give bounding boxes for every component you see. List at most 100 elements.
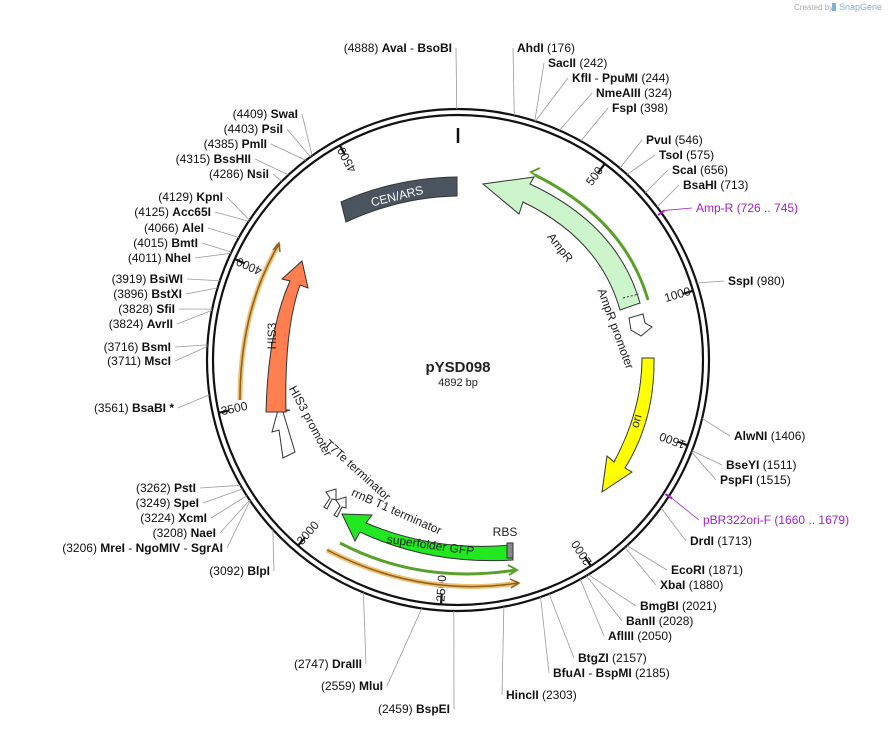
- feature-ampr-promoter[interactable]: [628, 313, 653, 337]
- site-label[interactable]: (3092) BlpI: [209, 564, 270, 578]
- tick-mark: [218, 409, 230, 414]
- site-label[interactable]: (4286) NsiI: [209, 167, 269, 181]
- site-label[interactable]: (2459) BspEI: [378, 702, 450, 716]
- site-label[interactable]: (3828) SfiI: [118, 302, 175, 316]
- feature-t7te-terminator[interactable]: [323, 488, 337, 510]
- feature-cen-ars[interactable]: [340, 176, 458, 223]
- site-label[interactable]: AflIII (2050): [608, 629, 672, 643]
- site-label[interactable]: (3716) BsmI: [104, 340, 171, 354]
- site-position: (4286): [209, 167, 244, 181]
- site-label[interactable]: ScaI (656): [672, 163, 728, 177]
- site-position: (3716): [104, 340, 139, 354]
- feature-rrnb-t1-terminator[interactable]: [333, 496, 347, 518]
- brand-text: SnapGene: [839, 2, 882, 12]
- feature-ori[interactable]: [601, 357, 655, 494]
- site-enzyme: MscI: [144, 354, 171, 368]
- site-label[interactable]: KflI - PpuMI (244): [572, 71, 669, 85]
- site-label[interactable]: NmeAIII (324): [596, 86, 672, 100]
- site-label[interactable]: TsoI (575): [659, 148, 714, 162]
- feature-his3[interactable]: [265, 260, 309, 413]
- site-label[interactable]: (4011) NheI: [128, 251, 191, 265]
- site-position: (2459): [378, 702, 413, 716]
- separator: -: [585, 666, 596, 680]
- site-labels: (4888) AvaI - BsoBI AhdI (176)SacII (242)…: [62, 41, 849, 716]
- tick-mark: [338, 144, 347, 156]
- site-label[interactable]: AhdI (176): [517, 41, 575, 55]
- site-label[interactable]: (3249) SpeI: [136, 496, 199, 510]
- site-label[interactable]: FspI (398): [612, 101, 668, 115]
- site-enzyme: PpuMI: [602, 71, 638, 85]
- site-label[interactable]: (3711) MscI: [107, 354, 171, 368]
- tick-label: 2000: [568, 538, 594, 568]
- site-label[interactable]: (4315) BssHII: [176, 152, 251, 166]
- site-enzyme: BsmI: [142, 340, 171, 354]
- site-label[interactable]: (4125) Acc65I: [134, 205, 211, 219]
- site-label[interactable]: (3206) MreI - NgoMIV - SgrAI: [62, 541, 223, 555]
- site-label[interactable]: XbaI (1880): [660, 578, 723, 592]
- site-label[interactable]: (3208) NaeI: [153, 526, 216, 540]
- site-label[interactable]: BtgZI (2157): [578, 651, 647, 665]
- feature-his3-promoter[interactable]: [271, 409, 296, 459]
- site-label[interactable]: DrdI (1713): [690, 534, 752, 548]
- site-enzyme: NheI: [165, 251, 191, 265]
- site-label[interactable]: (3896) BstXI: [113, 287, 182, 301]
- primer-label[interactable]: pBR322ori-F (1660 .. 1679): [703, 513, 849, 527]
- snapgene-logo-icon: [832, 3, 836, 11]
- site-label[interactable]: (4129) KpnI: [158, 190, 223, 204]
- site-label[interactable]: HincII (2303): [506, 688, 577, 702]
- leader-line: [626, 545, 668, 571]
- site-enzyme: PvuI: [646, 133, 671, 147]
- site-enzyme: AvaI: [382, 41, 407, 55]
- site-position: (2050): [637, 629, 672, 643]
- feature-his3-highlight-arrowhead: [272, 241, 281, 253]
- feature-rbs-label: RBS: [493, 525, 518, 539]
- site-label[interactable]: (2747) DraIII: [294, 657, 362, 671]
- site-label[interactable]: SspI (980): [728, 274, 785, 288]
- site-enzyme: NmeAIII: [596, 86, 641, 100]
- feature-his3-highlight-line: [239, 243, 280, 401]
- tick-mark: [597, 163, 606, 174]
- site-label[interactable]: (4409) SwaI: [233, 107, 298, 121]
- site-enzyme: BsaHI: [683, 178, 717, 192]
- site-enzyme: BspMI: [596, 666, 632, 680]
- site-position: (3919): [112, 272, 147, 286]
- site-position: (2157): [612, 651, 647, 665]
- site-position: (3896): [113, 287, 148, 301]
- site-label[interactable]: BmgBI (2021): [640, 599, 717, 613]
- leader-line: [202, 488, 243, 504]
- site-label[interactable]: BseYI (1511): [726, 458, 797, 472]
- site-label[interactable]: (2559) MluI: [321, 679, 383, 693]
- site-label[interactable]: BfuAI - BspMI (2185): [553, 666, 670, 680]
- site-enzyme: SgrAI: [191, 541, 223, 555]
- site-label[interactable]: PspFI (1515): [720, 473, 791, 487]
- site-label[interactable]: (3824) AvrII: [109, 317, 173, 331]
- leader-line: [201, 242, 232, 253]
- site-label[interactable]: (4888) AvaI - BsoBI: [344, 41, 452, 55]
- site-enzyme: SpeI: [174, 496, 199, 510]
- site-label[interactable]: (3262) PstI: [136, 481, 196, 495]
- primer-label[interactable]: Amp-R (726 .. 745): [696, 201, 798, 215]
- site-label[interactable]: BsaHI (713): [683, 178, 748, 192]
- site-label[interactable]: PvuI (546): [646, 133, 703, 147]
- site-label[interactable]: (3224) XcmI: [140, 511, 207, 525]
- site-label[interactable]: (4015) BmtI: [133, 236, 198, 250]
- site-position: (1713): [717, 534, 752, 548]
- feature-superfolder-gfp[interactable]: [341, 513, 514, 562]
- site-label[interactable]: EcoRI (1871): [671, 563, 743, 577]
- site-label[interactable]: (3561) BsaBI *: [94, 401, 174, 415]
- site-label[interactable]: BanII (2028): [626, 614, 693, 628]
- leader-line: [540, 596, 550, 674]
- site-label[interactable]: AlwNI (1406): [734, 429, 805, 443]
- site-enzyme: SspI: [728, 274, 753, 288]
- tick-label: 4000: [234, 254, 264, 278]
- site-label[interactable]: SacII (242): [548, 56, 607, 70]
- site-label[interactable]: (3919) BsiWI: [112, 272, 183, 286]
- site-label[interactable]: (4385) PmlI: [204, 137, 267, 151]
- feature-ampr[interactable]: [481, 176, 641, 311]
- site-position: (2747): [294, 657, 329, 671]
- feature-rbs[interactable]: [506, 542, 514, 559]
- feature-ori-label: ori: [628, 413, 645, 430]
- site-enzyme: BseYI: [726, 458, 759, 472]
- site-label[interactable]: (4403) PsiI: [224, 122, 283, 136]
- site-label[interactable]: (4066) AleI: [144, 221, 204, 235]
